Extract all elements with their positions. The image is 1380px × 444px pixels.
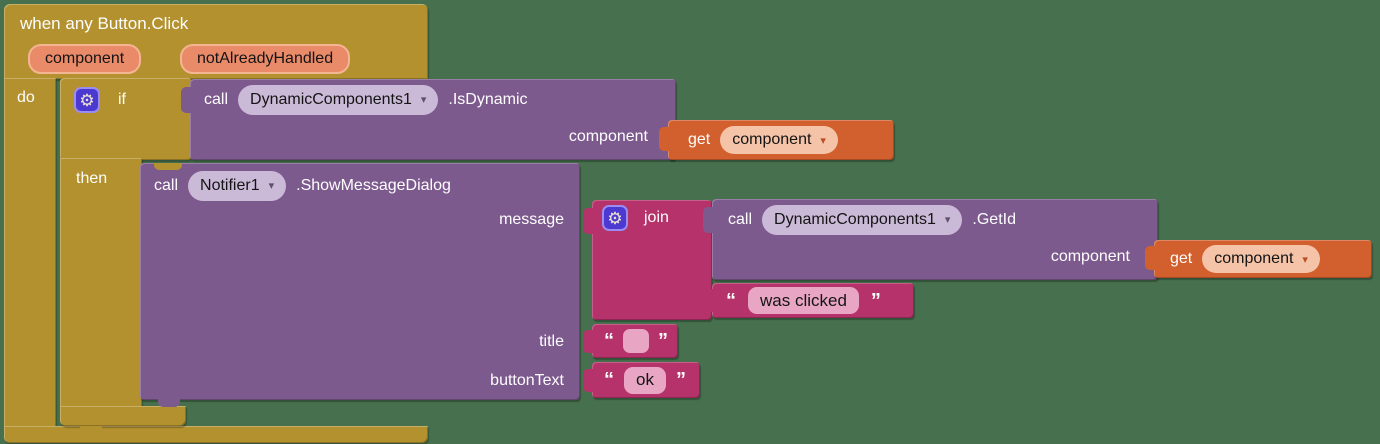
isdynamic-left-plug xyxy=(181,87,192,113)
dropdown-arrow-icon: ▾ xyxy=(944,214,951,226)
getid-component-dropdown[interactable]: DynamicComponents1 ▾ xyxy=(762,204,963,235)
close-quote: ” xyxy=(658,330,668,352)
when-block-left-wall[interactable] xyxy=(4,78,56,428)
mutator-gear-icon[interactable]: ⚙ xyxy=(74,87,100,113)
isdynamic-component-dropdown[interactable]: DynamicComponents1 ▾ xyxy=(238,84,439,115)
notifier-component-dropdown[interactable]: Notifier1 ▾ xyxy=(188,170,287,201)
open-quote: “ xyxy=(726,289,736,312)
join-block[interactable]: ⚙ join xyxy=(583,200,712,320)
notifier-arg-message-label: message xyxy=(499,211,564,228)
get1-variable-dropdown[interactable]: component ▾ xyxy=(720,126,838,154)
dropdown-arrow-icon: ▾ xyxy=(820,134,826,147)
was-clicked-left-plug xyxy=(703,289,714,312)
getid-call-label: call xyxy=(728,210,753,228)
notifier-arg-title-label: title xyxy=(539,333,564,350)
when-block-bottom-bar[interactable] xyxy=(4,426,428,443)
if-block-next-plug xyxy=(80,426,102,435)
get1-label: get xyxy=(688,131,711,148)
string-was-clicked-field[interactable]: was clicked xyxy=(748,287,859,314)
close-quote: ” xyxy=(675,369,686,391)
isdynamic-method-label: .IsDynamic xyxy=(448,90,528,108)
string-was-clicked-block[interactable]: “ was clicked ” xyxy=(703,283,914,318)
notifier-call-label: call xyxy=(154,176,179,194)
isdynamic-arg-component-label: component xyxy=(568,128,648,145)
getid-left-plug xyxy=(703,207,714,233)
mutator-gear-icon[interactable]: ⚙ xyxy=(602,205,628,231)
event-param-notalreadyhandled[interactable]: notAlreadyHandled xyxy=(180,44,351,74)
event-param-component[interactable]: component xyxy=(28,44,142,74)
dropdown-arrow-icon: ▾ xyxy=(420,94,427,106)
get-component-block-2[interactable]: get component ▾ xyxy=(1145,240,1372,278)
getid-method-label: .GetId xyxy=(972,210,1016,228)
isdynamic-call-block[interactable]: call DynamicComponents1 ▾ .IsDynamic com… xyxy=(181,79,676,160)
join-label: join xyxy=(644,209,669,226)
getid-call-block[interactable]: call DynamicComponents1 ▾ .GetId compone… xyxy=(703,199,1158,280)
open-quote: “ xyxy=(604,330,614,352)
event-param-notalreadyhandled-label: notAlreadyHandled xyxy=(197,50,334,67)
get1-left-plug xyxy=(659,127,670,151)
get2-left-plug xyxy=(1145,246,1156,270)
when-any-button-click-block[interactable]: when any Button.Click component notAlrea… xyxy=(4,4,428,79)
notifier-next-plug xyxy=(158,398,180,407)
get-component-block-1[interactable]: get component ▾ xyxy=(659,120,894,160)
notifier-top-notch xyxy=(154,163,182,170)
if-block-bottom-bar[interactable] xyxy=(60,406,186,426)
notifier-method-label: .ShowMessageDialog xyxy=(296,176,451,194)
if-label: if xyxy=(118,91,126,108)
string-buttontext-field[interactable]: ok xyxy=(624,366,666,394)
join-left-plug xyxy=(583,208,594,234)
close-quote: ” xyxy=(870,289,881,312)
then-label: then xyxy=(76,170,108,187)
isdynamic-call-label: call xyxy=(204,90,229,108)
notifier-arg-buttontext-label: buttonText xyxy=(490,372,564,389)
string-title-field[interactable] xyxy=(623,329,649,353)
get2-label: get xyxy=(1170,250,1193,267)
if-block-header[interactable]: ⚙ if xyxy=(60,78,192,160)
if-block-left-wall[interactable] xyxy=(60,158,142,408)
open-quote: “ xyxy=(604,369,614,391)
title-string-left-plug xyxy=(583,330,594,353)
string-title-block[interactable]: “ ” xyxy=(583,324,678,358)
event-param-component-label: component xyxy=(45,50,125,67)
get2-variable-dropdown[interactable]: component ▾ xyxy=(1202,245,1320,273)
string-buttontext-block[interactable]: “ ok ” xyxy=(583,362,700,398)
ok-string-left-plug xyxy=(583,369,594,392)
do-label: do xyxy=(17,89,35,106)
dropdown-arrow-icon: ▾ xyxy=(1302,253,1308,266)
event-block-title: when any Button.Click xyxy=(20,14,189,33)
getid-arg-component-label: component xyxy=(1050,248,1130,265)
notifier-call-block[interactable]: call Notifier1 ▾ .ShowMessageDialog mess… xyxy=(140,163,580,400)
dropdown-arrow-icon: ▾ xyxy=(268,180,275,192)
